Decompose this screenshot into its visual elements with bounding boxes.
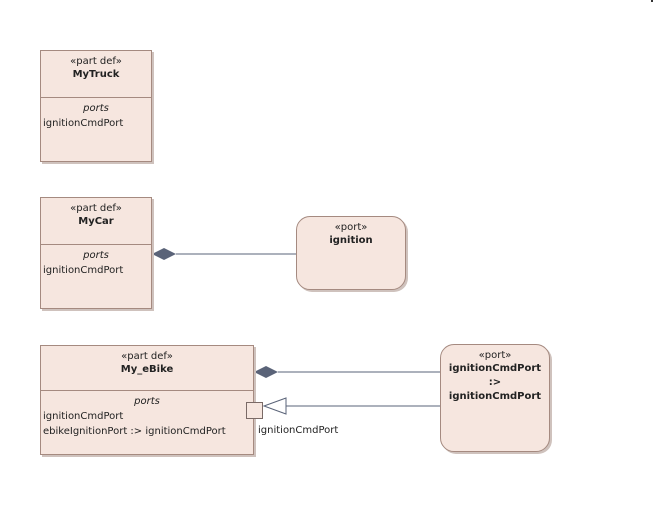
port-name-line2: ignitionCmdPort — [448, 391, 542, 402]
stereotype-label: «part def» — [70, 56, 122, 67]
port-item[interactable]: ignitionCmdPort — [43, 265, 124, 276]
block-header: «part def» My_eBike — [41, 346, 253, 391]
compartment-title: ports — [134, 396, 160, 407]
composition-diamond — [152, 248, 176, 260]
stereotype-label: «part def» — [121, 351, 173, 362]
block-name: MyTruck — [72, 69, 120, 80]
generalization-arrowhead — [262, 397, 287, 415]
stereotype-label: «part def» — [70, 203, 122, 214]
compartment-title: ports — [83, 103, 109, 114]
block-name: My_eBike — [120, 364, 174, 375]
port-name-line1: ignitionCmdPort :> — [448, 363, 542, 388]
block-my-ebike[interactable]: «part def» My_eBike ports ignitionCmdPor… — [40, 345, 254, 455]
boundary-port-label: ignitionCmdPort — [258, 425, 339, 436]
port-name: ignition — [329, 235, 373, 246]
block-name: MyCar — [78, 216, 114, 227]
block-mytruck[interactable]: «part def» MyTruck ports ignitionCmdPort — [40, 50, 152, 162]
port-item[interactable]: ignitionCmdPort — [43, 411, 124, 422]
boundary-port[interactable] — [246, 402, 263, 419]
block-header: «part def» MyCar — [41, 198, 151, 245]
block-header: «part def» MyTruck — [41, 51, 151, 98]
port-item[interactable]: ebikeIgnitionPort :> ignitionCmdPort — [43, 426, 226, 437]
stereotype-label: «port» — [334, 222, 368, 233]
block-mycar[interactable]: «part def» MyCar ports ignitionCmdPort — [40, 197, 152, 309]
port-node-ignition[interactable]: «port» ignition — [296, 216, 406, 290]
compartment-title: ports — [83, 250, 109, 261]
port-node-ignition-cmd[interactable]: «port» ignitionCmdPort :> ignitionCmdPor… — [440, 344, 550, 452]
corner-marker — [651, 0, 653, 2]
port-item[interactable]: ignitionCmdPort — [43, 118, 124, 129]
stereotype-label: «port» — [478, 350, 512, 361]
composition-diamond — [254, 366, 278, 378]
